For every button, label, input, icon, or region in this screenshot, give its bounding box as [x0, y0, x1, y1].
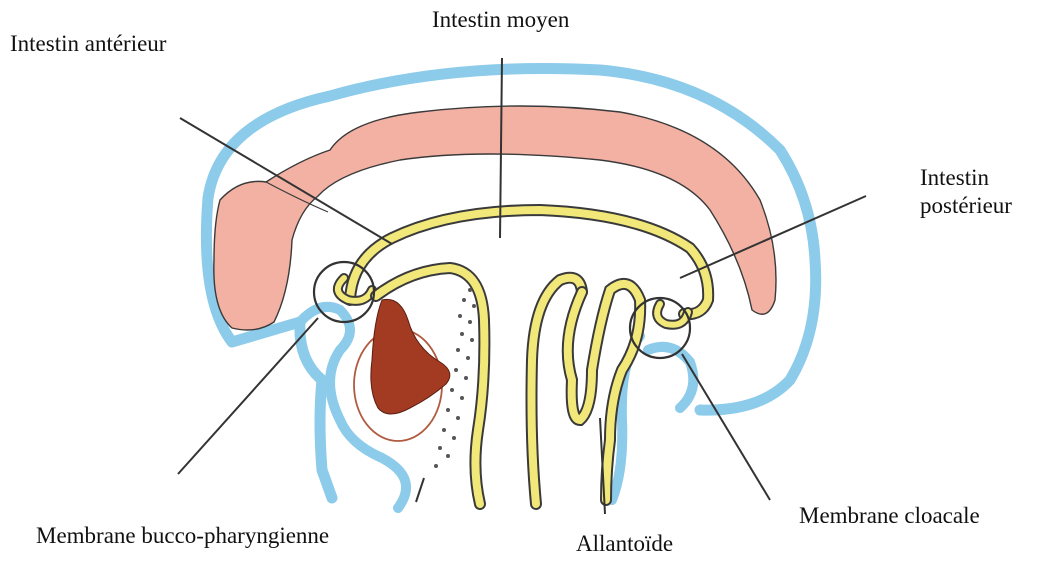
stipple-dot [446, 454, 450, 458]
stipple-dot [454, 368, 458, 372]
stipple-dot [456, 348, 460, 352]
label-allantois: Allantoïde [576, 530, 673, 558]
stipple-dot [450, 388, 454, 392]
stipple-dot [460, 332, 464, 336]
mesoderm-layer [214, 106, 776, 330]
label-hindgut-line2: postérieur [920, 192, 1012, 220]
stipple-dot [458, 314, 462, 318]
stipple-dot [434, 464, 438, 468]
stipple-dot [442, 428, 446, 432]
stipple-dot [446, 408, 450, 412]
label-cloacal-membrane: Membrane cloacale [799, 502, 980, 530]
stipple-dot [468, 320, 472, 324]
stipple-dot [456, 416, 460, 420]
label-foregut: Intestin antérieur [10, 30, 166, 58]
heart-region [354, 299, 450, 441]
heart-tube [371, 299, 450, 414]
stipple-dot [468, 288, 472, 292]
label-oropharyngeal-membrane: Membrane bucco-pharyngienne [36, 522, 329, 550]
label-midgut: Intestin moyen [432, 6, 569, 34]
leader-cloacal [682, 354, 770, 500]
stipple-dot [466, 356, 470, 360]
stipple-dot [452, 436, 456, 440]
stipple-dot [470, 338, 474, 342]
stipple-dot [462, 298, 466, 302]
stipple-dot [438, 446, 442, 450]
label-hindgut: Intestin postérieur [920, 164, 1012, 220]
stipple-dot [464, 376, 468, 380]
mesoderm-body [214, 106, 776, 330]
label-hindgut-line1: Intestin [920, 164, 1012, 192]
leader-septum [416, 478, 424, 502]
stipple-dot [460, 396, 464, 400]
stipple-dot [472, 304, 476, 308]
